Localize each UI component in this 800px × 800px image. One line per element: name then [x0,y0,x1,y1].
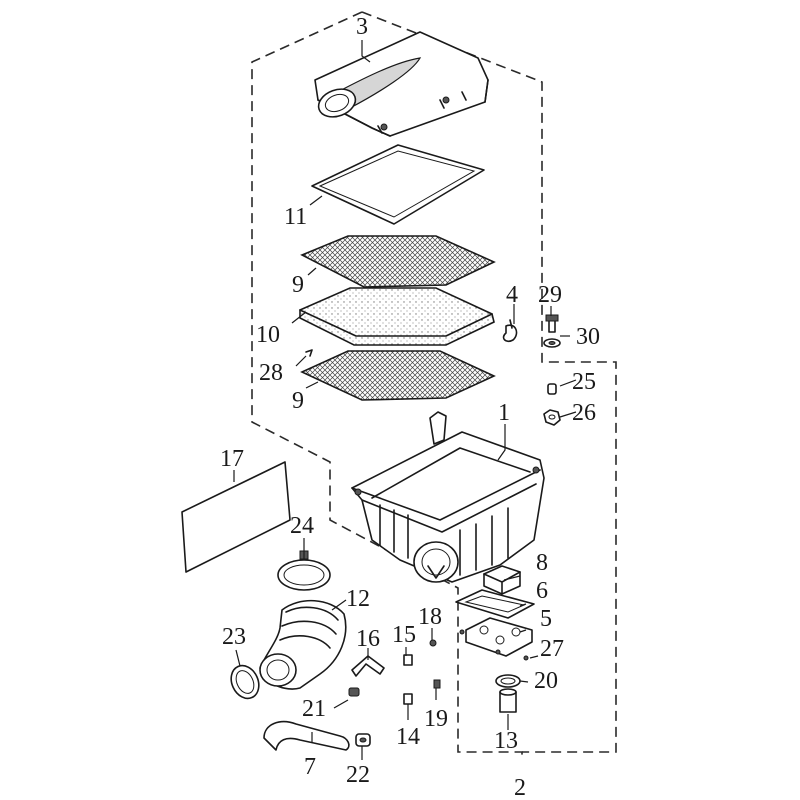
callout-4: 4 [506,282,518,308]
callout-9-upper: 9 [292,272,304,298]
part-drain-valve [499,688,517,713]
callout-5: 5 [540,606,552,632]
assembly-boundary [251,11,617,760]
callout-11: 11 [284,204,307,230]
part-foam-block [483,565,521,595]
part-grommet-nut [543,383,561,426]
callout-2: 2 [514,775,526,800]
part-mesh-screen-lower [300,350,496,401]
callout-3: 3 [356,14,368,40]
part-seal-gasket [311,144,485,225]
part-intake-duct [259,599,347,690]
callout-18: 18 [418,604,442,630]
callout-24: 24 [290,513,314,539]
part-valve-body [459,617,533,657]
part-small-clip [305,349,313,357]
callout-13: 13 [494,728,518,754]
part-mesh-screen-upper [300,235,496,288]
callout-23: 23 [222,624,246,650]
callout-27: 27 [540,636,564,662]
part-foam-pad [181,461,291,573]
callout-20: 20 [534,668,558,694]
part-small-fasteners [403,639,441,705]
callout-21: 21 [302,696,326,722]
callout-25: 25 [572,369,596,395]
leader-lines [233,40,577,760]
callout-labels: 3 11 9 10 28 9 4 29 30 25 26 1 17 24 8 6… [220,14,600,800]
callout-28: 28 [259,360,283,386]
part-gasket [455,589,535,619]
callout-17: 17 [220,446,244,472]
part-27-pin [523,655,529,661]
callout-9-lower: 9 [292,388,304,414]
callout-16: 16 [356,626,380,652]
callout-6: 6 [536,578,548,604]
part-o-ring [495,674,521,688]
callout-8: 8 [536,550,548,576]
part-housing [351,411,545,583]
callout-26: 26 [572,400,596,426]
callout-15: 15 [392,622,416,648]
part-filter-element [299,287,495,346]
callout-30: 30 [576,324,600,350]
callout-1: 1 [498,400,510,426]
callout-29: 29 [538,282,562,308]
part-clip-21 [348,687,360,697]
callout-19: 19 [424,706,448,732]
callout-12: 12 [346,586,370,612]
part-clamp [502,319,518,343]
part-clamp-ring [230,664,260,700]
callout-22: 22 [346,762,370,788]
callout-14: 14 [396,724,420,750]
part-bolt-washer [543,314,561,348]
part-drain-cap [355,733,371,747]
part-drain-tube [263,720,350,751]
callout-10: 10 [256,322,280,348]
callout-7: 7 [304,754,316,780]
part-cover [314,31,489,137]
